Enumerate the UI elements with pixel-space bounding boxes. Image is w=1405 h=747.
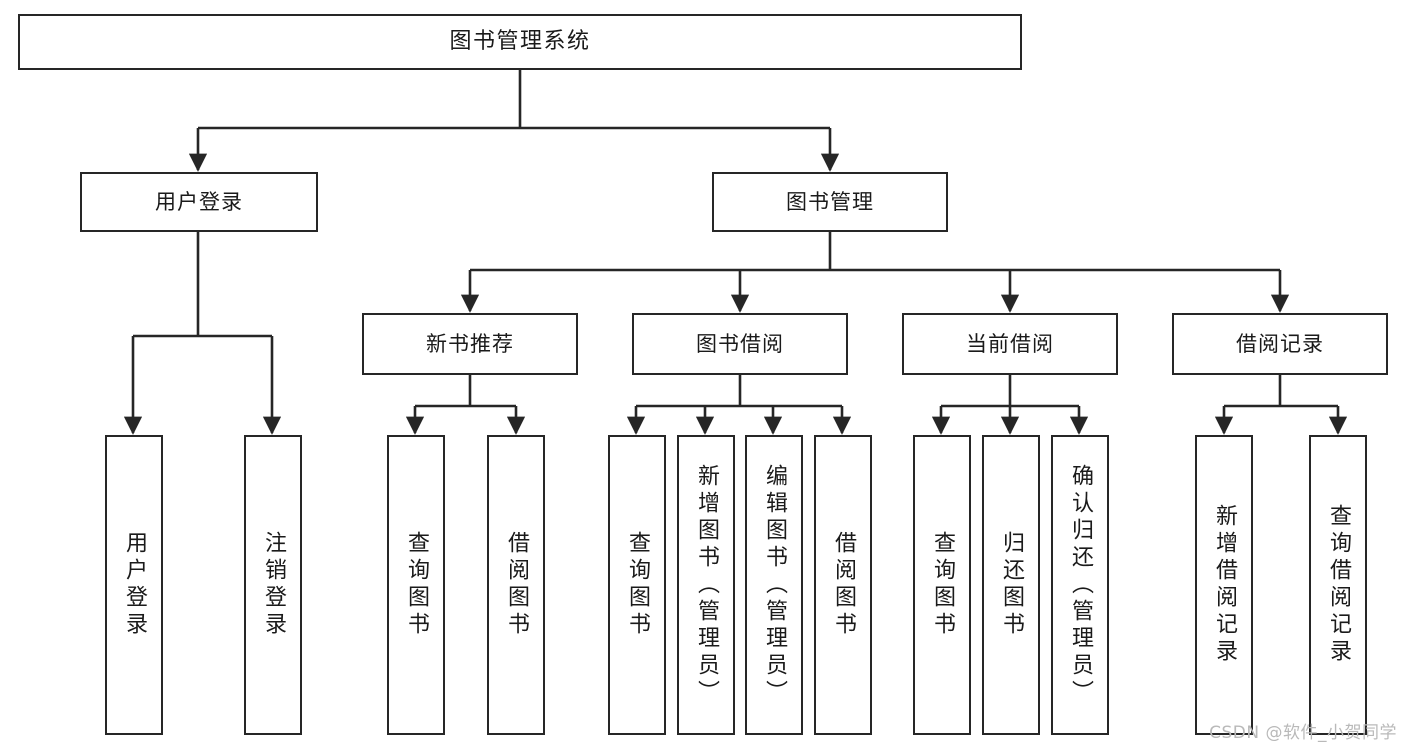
node-borrow-record-label: 借阅记录 xyxy=(1236,331,1324,356)
node-root-system-label: 图书管理系统 xyxy=(449,29,591,55)
node-leaf-return-book[interactable]: 归还图书 xyxy=(982,435,1040,735)
node-leaf-user-login[interactable]: 用户登录 xyxy=(105,435,163,735)
node-leaf-edit-book-admin[interactable]: 编辑图书（管理员） xyxy=(745,435,803,735)
node-leaf-query-book-current-label: 查询图书 xyxy=(930,531,955,639)
node-leaf-add-borrow-record[interactable]: 新增借阅记录 xyxy=(1195,435,1253,735)
node-leaf-add-borrow-record-label: 新增借阅记录 xyxy=(1212,504,1237,666)
node-current-borrow[interactable]: 当前借阅 xyxy=(902,313,1118,375)
node-leaf-query-borrow-record[interactable]: 查询借阅记录 xyxy=(1309,435,1367,735)
node-leaf-query-book-borrow-label: 查询图书 xyxy=(625,531,650,639)
watermark-text: CSDN @软件_小贺同学 xyxy=(1209,723,1397,743)
node-leaf-borrow-book-newbook[interactable]: 借阅图书 xyxy=(487,435,545,735)
node-leaf-user-login-label: 用户登录 xyxy=(122,531,147,639)
node-new-book-recommend[interactable]: 新书推荐 xyxy=(362,313,578,375)
node-new-book-recommend-label: 新书推荐 xyxy=(426,331,514,356)
node-leaf-logout[interactable]: 注销登录 xyxy=(244,435,302,735)
node-book-borrow[interactable]: 图书借阅 xyxy=(632,313,848,375)
node-leaf-query-book-newbook-label: 查询图书 xyxy=(404,531,429,639)
node-leaf-query-book-newbook[interactable]: 查询图书 xyxy=(387,435,445,735)
node-leaf-edit-book-admin-label: 编辑图书（管理员） xyxy=(762,463,787,707)
node-leaf-return-book-label: 归还图书 xyxy=(999,531,1024,639)
node-user-login[interactable]: 用户登录 xyxy=(80,172,318,232)
node-root-system[interactable]: 图书管理系统 xyxy=(18,14,1022,70)
node-leaf-add-book-admin-label: 新增图书（管理员） xyxy=(694,463,719,707)
node-user-login-label: 用户登录 xyxy=(155,189,243,214)
node-current-borrow-label: 当前借阅 xyxy=(966,331,1054,356)
node-leaf-borrow-book-newbook-label: 借阅图书 xyxy=(504,531,529,639)
node-book-manage[interactable]: 图书管理 xyxy=(712,172,948,232)
node-leaf-query-book-current[interactable]: 查询图书 xyxy=(913,435,971,735)
node-leaf-logout-label: 注销登录 xyxy=(261,531,286,639)
node-leaf-borrow-book-label: 借阅图书 xyxy=(831,531,856,639)
node-leaf-query-borrow-record-label: 查询借阅记录 xyxy=(1326,504,1351,666)
node-leaf-add-book-admin[interactable]: 新增图书（管理员） xyxy=(677,435,735,735)
node-leaf-confirm-return-admin[interactable]: 确认归还（管理员） xyxy=(1051,435,1109,735)
node-leaf-query-book-borrow[interactable]: 查询图书 xyxy=(608,435,666,735)
node-book-manage-label: 图书管理 xyxy=(786,189,874,214)
node-book-borrow-label: 图书借阅 xyxy=(696,331,784,356)
node-borrow-record[interactable]: 借阅记录 xyxy=(1172,313,1388,375)
node-leaf-borrow-book[interactable]: 借阅图书 xyxy=(814,435,872,735)
node-leaf-confirm-return-admin-label: 确认归还（管理员） xyxy=(1068,463,1093,707)
